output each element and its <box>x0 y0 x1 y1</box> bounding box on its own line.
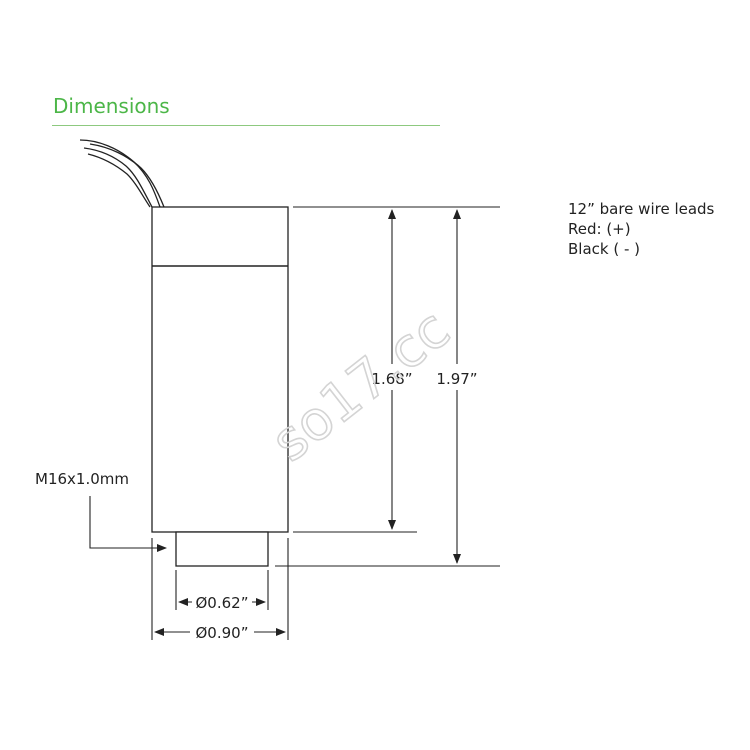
wire-leads <box>79 139 165 208</box>
thread-diameter-label: Ø0.62” <box>196 594 249 612</box>
overall-height-label: 1.97” <box>436 370 477 388</box>
thread-spec-label: M16x1.0mm <box>35 470 129 488</box>
section-title: Dimensions <box>53 94 170 118</box>
lead-length-note: 12” bare wire leads <box>568 200 715 218</box>
red-wire-note: Red: (+) <box>568 220 631 238</box>
sensor-body <box>151 206 289 533</box>
title-underline <box>52 125 440 126</box>
threaded-tip <box>175 531 269 567</box>
thread-spec-leader <box>89 496 167 552</box>
body-diameter-label: Ø0.90” <box>196 624 249 642</box>
extension-lines <box>151 206 500 640</box>
black-wire-note: Black ( - ) <box>568 240 641 258</box>
body-height-label: 1.68” <box>371 370 412 388</box>
